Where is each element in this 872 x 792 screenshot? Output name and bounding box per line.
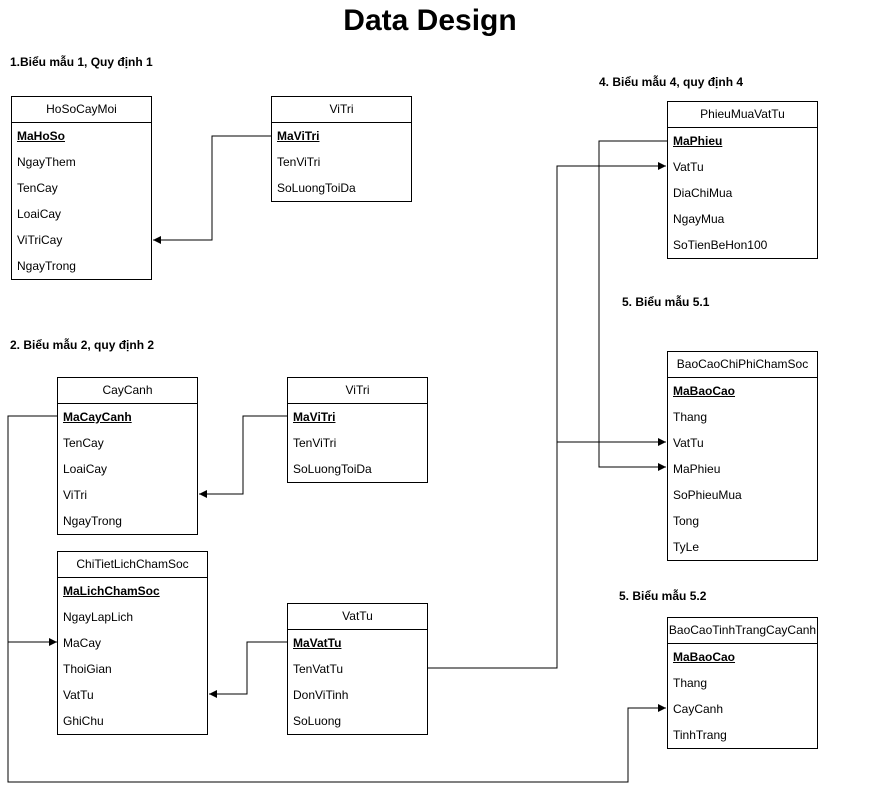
- entity-field: MaCay: [63, 636, 102, 650]
- primary-key-field: MaCayCanh: [63, 410, 132, 424]
- entity-field: LoaiCay: [63, 462, 108, 476]
- entity-field: SoLuong: [293, 714, 342, 728]
- entity-field: VatTu: [673, 160, 704, 174]
- entity-field: ThoiGian: [63, 662, 112, 676]
- entity-field: SoLuongToiDa: [277, 181, 356, 195]
- section-label-s51: 5. Biểu mẫu 5.1: [622, 295, 710, 309]
- entity-header: ChiTietLichChamSoc: [58, 552, 207, 578]
- primary-key-field: MaBaoCao: [673, 384, 736, 398]
- entity-field: TenVatTu: [293, 662, 344, 676]
- entity-field: NgayMua: [673, 212, 725, 226]
- link-vattu-chitietlichchamsoc: [209, 641, 288, 698]
- section-label-s4: 4. Biểu mẫu 4, quy định 4: [599, 75, 744, 89]
- entity-field: TenCay: [17, 181, 58, 195]
- section-label-s1: 1.Biểu mẫu 1, Quy định 1: [10, 55, 153, 69]
- entity-header: HoSoCayMoi: [12, 97, 151, 123]
- entity-header: PhieuMuaVatTu: [668, 102, 817, 128]
- link-vitri-hosocaymoi: [153, 135, 271, 244]
- entity-field: MaPhieu: [673, 462, 721, 476]
- section-label-s52: 5. Biểu mẫu 5.2: [619, 589, 707, 603]
- entity-header: BaoCaoChiPhiChamSoc: [668, 352, 817, 378]
- entity-field: NgayTrong: [17, 259, 76, 273]
- primary-key-field: MaViTri: [277, 129, 320, 143]
- diagram-title: Data Design: [343, 4, 517, 37]
- link-caycanh-chitietlichchamsoc: [7, 415, 58, 646]
- entity-field: SoPhieuMua: [673, 488, 742, 502]
- entity-field: DonViTinh: [293, 688, 349, 702]
- primary-key-field: MaBaoCao: [673, 650, 736, 664]
- entity-header: VatTu: [288, 604, 427, 630]
- link-caycanh-baocaotinhtrang: [7, 642, 666, 783]
- entity-field: TenViTri: [277, 155, 321, 169]
- primary-key-field: MaHoSo: [17, 129, 65, 143]
- entity-field: ViTri: [63, 488, 87, 502]
- entity-header: CayCanh: [58, 378, 197, 404]
- entity-field: NgayThem: [17, 155, 76, 169]
- entity-field: NgayLapLich: [63, 610, 134, 624]
- entity-field: Thang: [673, 410, 708, 424]
- entity-field: ViTriCay: [17, 233, 63, 247]
- primary-key-field: MaPhieu: [673, 134, 723, 148]
- primary-key-field: MaLichChamSoc: [63, 584, 160, 598]
- entity-field: SoLuongToiDa: [293, 462, 372, 476]
- link-phieumua-baocaochiphi: [598, 140, 668, 471]
- primary-key-field: MaVatTu: [293, 636, 342, 650]
- entity-field: DiaChiMua: [673, 186, 733, 200]
- link-vitri-caycanh: [199, 415, 288, 498]
- entity-field: SoTienBeHon100: [673, 238, 768, 252]
- section-label-s2: 2. Biểu mẫu 2, quy định 2: [10, 338, 155, 352]
- entity-header: ViTri: [288, 378, 427, 404]
- entity-field: VatTu: [63, 688, 94, 702]
- entity-field: TyLe: [673, 540, 700, 554]
- entity-field: Tong: [673, 514, 700, 528]
- link-vattu-phieumua: [428, 162, 666, 669]
- entity-header: ViTri: [272, 97, 411, 123]
- primary-key-field: MaViTri: [293, 410, 336, 424]
- entity-field: TinhTrang: [673, 728, 727, 742]
- entity-field: TenCay: [63, 436, 104, 450]
- entity-field: LoaiCay: [17, 207, 62, 221]
- entity-field: TenViTri: [293, 436, 337, 450]
- entity-field: VatTu: [673, 436, 704, 450]
- entity-field: Thang: [673, 676, 708, 690]
- entity-field: CayCanh: [673, 702, 724, 716]
- entity-field: GhiChu: [63, 714, 104, 728]
- entity-field: NgayTrong: [63, 514, 122, 528]
- entity-header: BaoCaoTinhTrangCayCanh: [668, 618, 817, 644]
